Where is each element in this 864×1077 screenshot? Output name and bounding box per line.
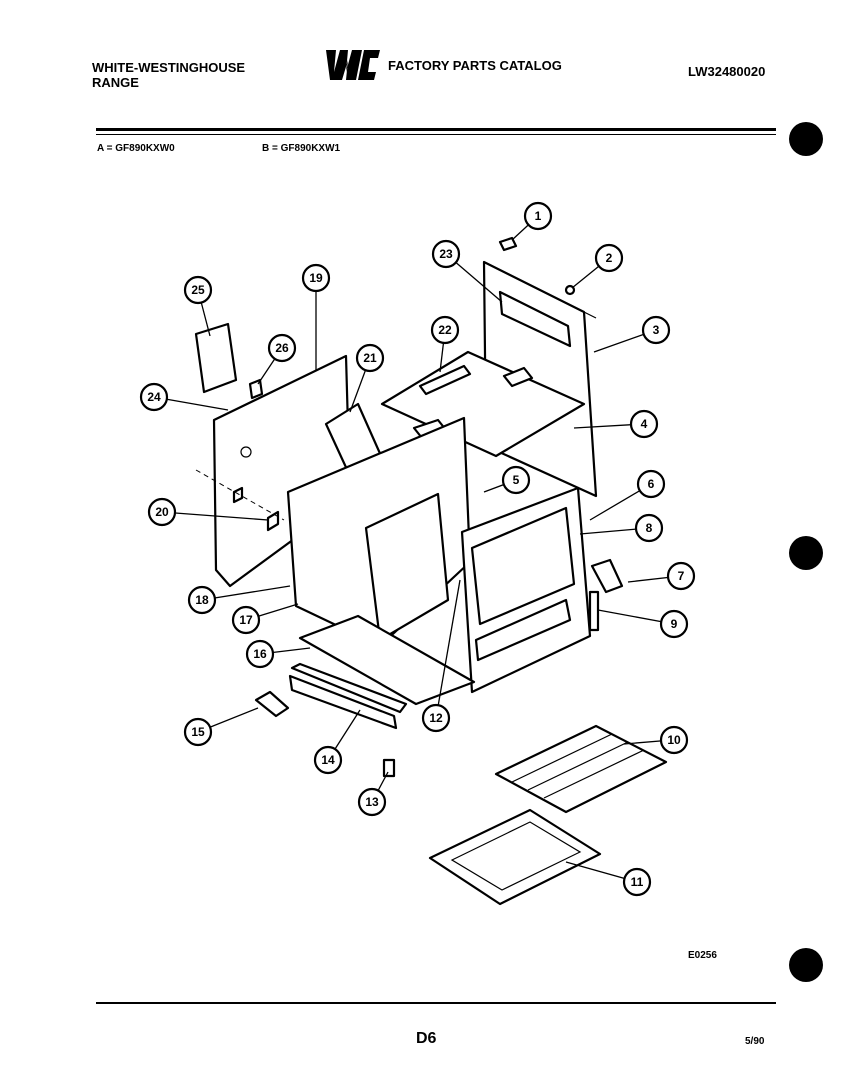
callout-13: 13 [357,787,387,817]
svg-text:11: 11 [631,875,644,889]
page-number: D6 [416,1030,437,1047]
binder-hole-middle [789,536,823,570]
svg-text:6: 6 [648,477,655,491]
brand-line-2: RANGE [92,75,139,90]
callout-12: 12 [421,703,451,733]
part-side-panel [195,354,352,588]
svg-text:15: 15 [191,725,205,739]
part-front-frame [460,486,592,694]
callout-1: 1 [523,201,553,231]
callout-7: 7 [666,561,696,591]
callout-5: 5 [501,465,531,495]
callout-21: 21 [355,343,385,373]
callout-9: 9 [659,609,689,639]
drawing-code: E0256 [688,950,717,961]
callout-19: 19 [301,263,331,293]
svg-text:1: 1 [535,209,542,223]
header-rule-thick [96,128,776,131]
part-bracket [254,690,290,718]
callout-17: 17 [231,605,261,635]
svg-text:24: 24 [147,390,161,404]
part-hinge [588,558,624,632]
svg-text:13: 13 [365,795,379,809]
svg-text:3: 3 [653,323,660,337]
part-bottom-pan [298,614,476,706]
footer-rule [96,1002,776,1004]
callout-11: 11 [622,867,652,897]
callout-2: 2 [594,243,624,273]
callout-18: 18 [187,585,217,615]
callout-10: 10 [659,725,689,755]
svg-text:4: 4 [641,417,648,431]
svg-text:2: 2 [606,251,613,265]
svg-text:17: 17 [239,613,253,627]
svg-text:23: 23 [439,247,453,261]
svg-text:5: 5 [513,473,520,487]
callout-14: 14 [313,745,343,775]
svg-text:20: 20 [155,505,169,519]
svg-text:21: 21 [363,351,377,365]
part-small-hardware [194,236,576,778]
callout-16: 16 [245,639,275,669]
callout-20: 20 [147,497,177,527]
svg-text:22: 22 [438,323,452,337]
model-a-label: A = GF890KXW0 [97,143,175,154]
callout-6: 6 [636,469,666,499]
svg-text:8: 8 [646,521,653,535]
callout-22: 22 [430,315,460,345]
svg-text:10: 10 [667,733,681,747]
svg-text:16: 16 [253,647,267,661]
callout-3: 3 [641,315,671,345]
svg-text:9: 9 [671,617,678,631]
revision-date: 5/90 [745,1036,765,1047]
part-oven-top [380,350,586,458]
callout-25: 25 [183,275,213,305]
part-oven-liner [286,416,472,648]
catalog-title: FACTORY PARTS CATALOG [388,57,562,73]
brand-name: WHITE-WESTINGHOUSE RANGE [92,60,245,90]
catalog-number: LW32480020 [688,64,766,79]
svg-text:18: 18 [195,593,209,607]
svg-text:26: 26 [275,341,289,355]
callout-26: 26 [267,333,297,363]
binder-hole-bottom [789,948,823,982]
callout-8: 8 [634,513,664,543]
brand-line-1: WHITE-WESTINGHOUSE [92,60,246,75]
part-oven-rack [494,724,668,814]
callout-24: 24 [139,382,169,412]
svg-text:14: 14 [321,753,335,767]
wci-logo [326,50,380,80]
svg-text:25: 25 [191,283,205,297]
callout-4: 4 [629,409,659,439]
svg-text:12: 12 [429,711,443,725]
callout-23: 23 [431,239,461,269]
model-b-label: B = GF890KXW1 [262,143,341,154]
part-drawer-rail [288,662,408,730]
svg-text:19: 19 [309,271,323,285]
svg-text:7: 7 [678,569,685,583]
catalog-heading: FACTORY PARTS CATALOG [322,48,562,82]
callout-15: 15 [183,717,213,747]
header-rule-thin [96,134,776,135]
binder-hole-top [789,122,823,156]
part-broiler-pan [428,808,602,906]
